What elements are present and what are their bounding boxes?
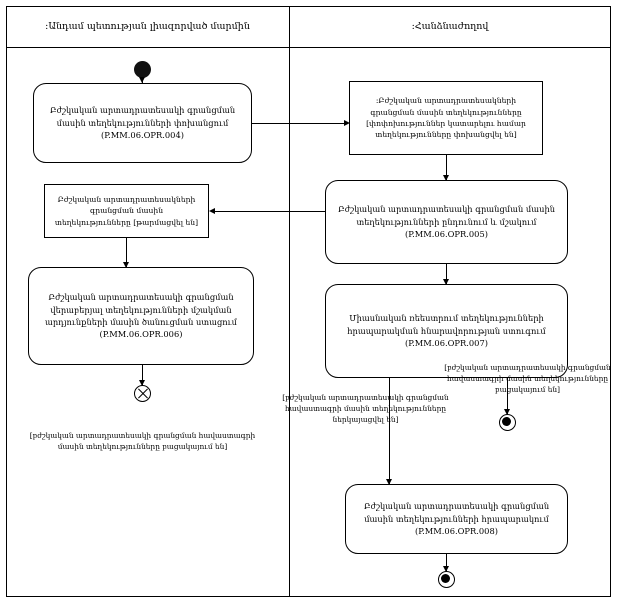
guard-presented: [բժշկական արտադրատեսակի գրանցման հավաստա… [278, 392, 453, 426]
flow-opr005-to-obj-left [215, 211, 325, 212]
flow-initial-to-opr004-arrow [139, 77, 145, 83]
lane-title-right: :Հանձնաժողով [411, 21, 489, 32]
flow-objright-to-opr005-arrow [443, 175, 449, 181]
flow-opr006-to-flowfinal-arrow [139, 380, 145, 386]
activity-opr-004-label: Բժշկական արտադրատեսակի գրանցման մասին տե… [49, 105, 236, 141]
flow-opr004-to-obj-right-arrow [344, 120, 350, 126]
guard-absent: [բժշկական արտադրատեսակի գրանցման հավաստա… [440, 362, 615, 396]
swimlane-frame [6, 6, 611, 597]
flow-objleft-to-opr006-arrow [123, 262, 129, 268]
flow-opr006-to-flowfinal [142, 365, 143, 385]
activity-opr-006-label: Բժշկական արտադրատեսակի գրանցման վերաբերյ… [44, 292, 238, 340]
activity-opr-008-label: Բժշկական արտադրատեսակի գրանցման մասին տե… [363, 501, 550, 537]
flow-opr004-to-obj-right [252, 123, 345, 124]
flow-final-node-left [134, 385, 151, 402]
activity-opr-007[interactable]: Միասնական ռեեստրում տեղեկությունների հրա… [325, 284, 568, 378]
activity-opr-007-label: Միասնական ռեեստրում տեղեկությունների հրա… [347, 313, 546, 349]
object-node-transferred-right-label: :Բժշկական արտադրատեսակների գրանցման մասի… [366, 96, 526, 140]
flow-opr008-to-final-bottom-arrow [443, 566, 449, 572]
object-node-updated-left-label: Բժշկական արտադրատեսակների գրանցման մասին… [54, 194, 199, 227]
lane-title-left: :Անդամ պետության լիազորված մարմին [45, 21, 250, 32]
flow-objleft-to-opr006 [126, 238, 127, 267]
flow-opr007-to-final-right-arrow [504, 409, 510, 415]
object-node-transferred-right[interactable]: :Բժշկական արտադրատեսակների գրանցման մասի… [349, 81, 543, 155]
object-node-updated-left[interactable]: Բժշկական արտադրատեսակների գրանցման մասին… [44, 184, 209, 238]
flow-opr007-to-final-right [507, 378, 508, 414]
activity-opr-008[interactable]: Բժշկական արտադրատեսակի գրանցման մասին տե… [345, 484, 568, 554]
guard-left-absent: [բժշկական արտադրատեսակի գրանցման հավաստա… [25, 430, 260, 452]
guard-absent-label: [բժշկական արտադրատեսակի գրանցման հավաստա… [444, 363, 611, 395]
activity-final-node-right [499, 414, 516, 431]
flow-opr005-to-obj-left-arrow [209, 208, 215, 214]
guard-left-absent-label: [բժշկական արտադրատեսակի գրանցման հավաստա… [29, 431, 256, 452]
flow-opr007-to-opr008 [389, 378, 390, 484]
lane-divider [289, 6, 290, 597]
flow-opr008-to-final-bottom [446, 554, 447, 571]
flow-opr005-to-opr007 [446, 264, 447, 284]
flow-objright-to-opr005 [446, 155, 447, 180]
activity-opr-006[interactable]: Բժշկական արտադրատեսակի գրանցման վերաբերյ… [28, 267, 254, 365]
activity-final-node-bottom [438, 571, 455, 588]
activity-opr-005-label: Բժշկական արտադրատեսակի գրանցման մասին տե… [337, 204, 556, 240]
activity-opr-004[interactable]: Բժշկական արտադրատեսակի գրանցման մասին տե… [33, 83, 252, 163]
activity-opr-005[interactable]: Բժշկական արտադրատեսակի գրանցման մասին տե… [325, 180, 568, 264]
lane-header-left: :Անդամ պետության լիազորված մարմին [6, 6, 289, 48]
lane-header-right: :Հանձնաժողով [289, 6, 611, 48]
flow-opr007-to-opr008-arrow [386, 479, 392, 485]
initial-node [134, 61, 151, 78]
guard-presented-label: [բժշկական արտադրատեսակի գրանցման հավաստա… [282, 393, 449, 425]
flow-opr005-to-opr007-arrow [443, 279, 449, 285]
